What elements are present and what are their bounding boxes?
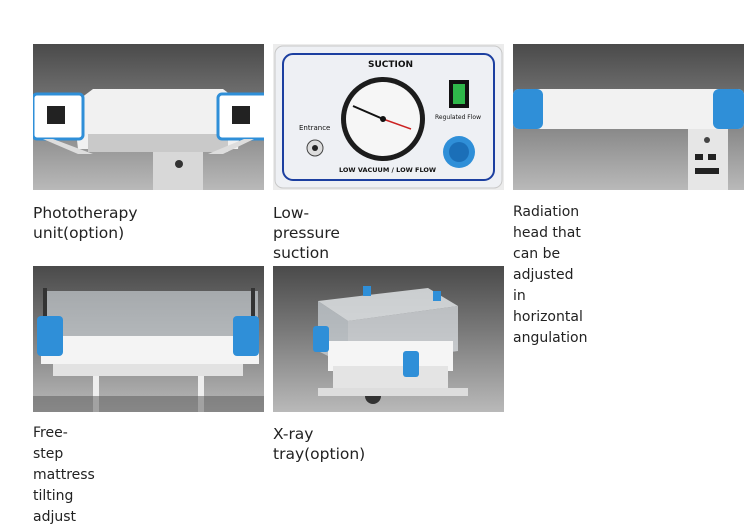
phototherapy-illustration <box>33 89 264 190</box>
feature-caption: Radiation head that can be adjusted in h… <box>513 204 588 346</box>
radiation-head-illustration <box>513 89 744 190</box>
feature-caption: X-ray tray(option) <box>273 425 366 463</box>
mattress-tilt-illustration <box>33 288 264 412</box>
mattress-tilt-photo <box>33 266 264 412</box>
suction-footer-label: LOW VACUUM / LOW FLOW <box>339 166 437 174</box>
phototherapy-photo <box>33 44 264 190</box>
xray-tray-photo <box>273 266 504 412</box>
suction-panel-title: SUCTION <box>368 60 414 70</box>
radiation-head-photo <box>513 44 744 190</box>
xray-tray-illustration <box>313 286 468 404</box>
feature-caption: Free-step mattress tilting adjust <box>33 425 95 525</box>
suction-regulated-label: Regulated Flow <box>435 114 482 121</box>
suction-photo: SUCTION Entrance Regulated Flow LOW VACU… <box>273 44 504 190</box>
suction-entrance-label: Entrance <box>299 124 331 132</box>
feature-caption: Phototherapy unit(option) <box>33 204 138 242</box>
suction-panel-illustration <box>274 45 503 189</box>
